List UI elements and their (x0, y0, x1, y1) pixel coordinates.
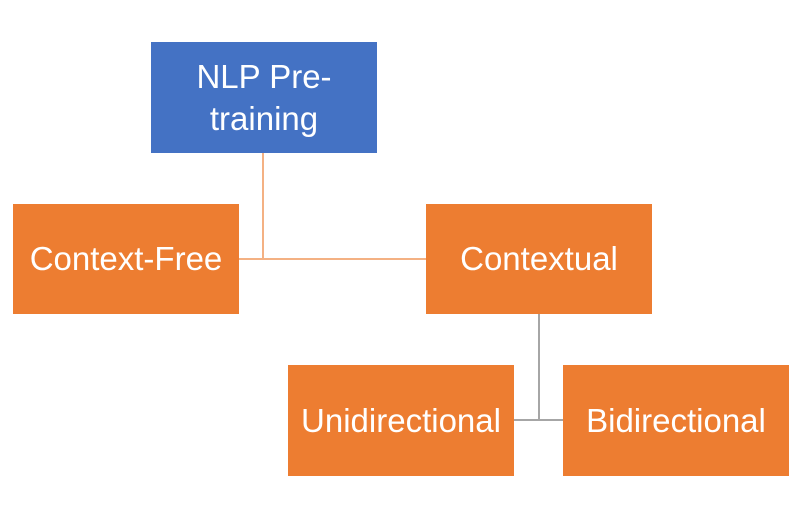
node-unidirectional: Unidirectional (288, 365, 514, 476)
node-label: Unidirectional (301, 401, 501, 439)
node-contextual: Contextual (426, 204, 652, 314)
node-bidirectional: Bidirectional (563, 365, 789, 476)
node-label: Contextual (460, 240, 618, 277)
node-context-free: Context-Free (13, 204, 239, 314)
node-label: Bidirectional (586, 401, 766, 439)
node-label: NLP Pre-training (196, 57, 332, 137)
node-label: Context-Free (29, 240, 223, 277)
node-nlp-pretraining: NLP Pre-training (151, 42, 377, 153)
